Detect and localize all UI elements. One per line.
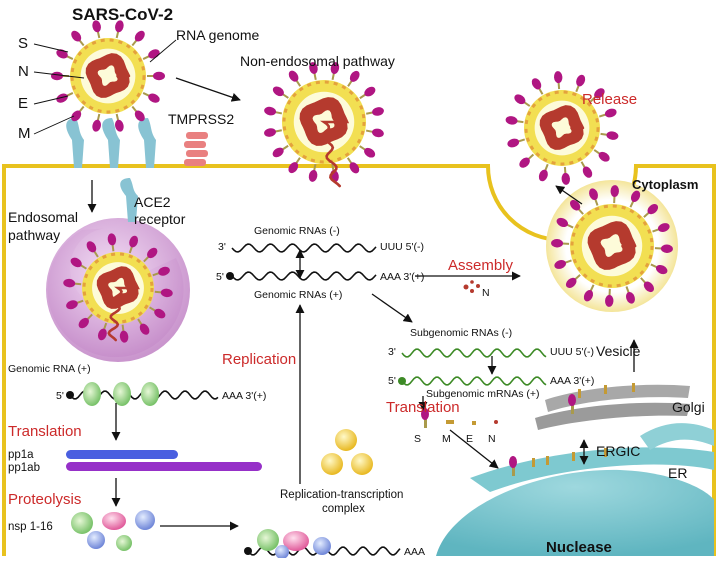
spike-protein-icon [371, 128, 384, 139]
label-spos-tail: AAA 3'(+) [550, 375, 594, 387]
label-endosomal-1: Endosomal [8, 209, 78, 225]
spike-protein-icon [505, 115, 518, 125]
label-nucleus: Nuclease [546, 539, 612, 556]
label-assembly: Assembly [448, 257, 514, 274]
spike-protein-icon [537, 168, 549, 182]
label-spos-5prime: 5' [388, 375, 396, 387]
spike-protein-icon [513, 92, 528, 106]
spike-protein-icon [348, 69, 362, 84]
label-sneg-3prime: 3' [388, 346, 396, 358]
pp1ab-bar [66, 462, 262, 471]
label-gtrans-tail: AAA 3'(+) [222, 390, 266, 402]
spike-protein-icon [55, 92, 69, 105]
spike-protein-icon [606, 131, 619, 141]
label-e-protein: E [466, 433, 473, 445]
label-release: Release [582, 91, 637, 108]
label-genomic-neg: Genomic RNAs (-) [254, 225, 340, 237]
label-gneg-3prime: 3' [218, 241, 226, 253]
nsp-proteins [71, 510, 155, 551]
label-vesicle: Vesicle [596, 343, 641, 359]
spike-protein-icon [362, 146, 377, 160]
label-rtc-2: complex [322, 503, 365, 515]
label-non-endosomal: Non-endosomal pathway [240, 53, 395, 69]
label-sneg-tail: UUU 5'(-) [550, 346, 594, 358]
label-genomic-pos: Genomic RNAs (+) [254, 289, 342, 301]
spike-protein-icon [263, 127, 276, 138]
label-golgi: Golgi [672, 399, 705, 415]
label-pp1a: pp1a [8, 449, 34, 461]
label-ergic: ERGIC [596, 443, 640, 459]
label-ace2-1: ACE2 [134, 194, 171, 210]
spike-protein-icon [581, 165, 594, 180]
label-nsp: nsp 1-16 [8, 521, 53, 533]
label-rtc-tail: AAA [404, 546, 425, 558]
title: SARS-CoV-2 [72, 5, 173, 24]
label-rtc-1: Replication-transcription [280, 489, 403, 501]
label-genomic-rna-pos: Genomic RNA (+) [8, 363, 91, 375]
label-endosomal-2: pathway [8, 227, 60, 243]
virion-release [505, 71, 619, 185]
ribosomes [83, 382, 159, 406]
spike-protein-icon [147, 92, 161, 105]
label-m: M [18, 125, 31, 142]
spike-protein-icon [597, 150, 612, 164]
spike-protein-icon [554, 71, 563, 84]
label-gtrans-5prime: 5' [56, 390, 64, 402]
label-n-protein: N [482, 287, 490, 299]
label-er: ER [668, 465, 687, 481]
label-s: S [18, 35, 28, 52]
spike-protein-icon [153, 72, 165, 80]
label-rna-genome: RNA genome [176, 27, 259, 43]
label-e: E [18, 95, 28, 112]
spike-protein-icon [51, 72, 63, 80]
tmprss2-protease [184, 132, 208, 166]
label-cytoplasm: Cytoplasm [632, 177, 698, 192]
label-pp1ab: pp1ab [8, 462, 40, 474]
spike-protein-icon [263, 106, 276, 117]
cap-5prime-green [398, 377, 406, 385]
label-subgenomic-neg: Subgenomic RNAs (-) [410, 327, 512, 339]
label-gpos-tail: AAA 3'(+) [380, 271, 424, 283]
spike-protein-icon [91, 119, 102, 133]
cap-5prime [226, 272, 234, 280]
spike-protein-icon [308, 169, 319, 182]
label-tmprss2: TMPRSS2 [168, 111, 234, 127]
label-m-protein: M [442, 433, 451, 445]
label-n-protein-2: N [488, 433, 496, 445]
label-proteolysis: Proteolysis [8, 491, 81, 508]
rtc-complex [257, 529, 331, 558]
label-translation-right: Translation [386, 399, 460, 416]
nsp-yellow-particles [321, 429, 373, 475]
label-translation-left: Translation [8, 423, 82, 440]
spike-protein-icon [371, 106, 384, 117]
pp1a-bar [66, 450, 178, 459]
label-ace2-2: receptor [134, 211, 186, 227]
spike-protein-icon [575, 73, 587, 87]
label-replication: Replication [222, 351, 296, 368]
genomic-rnas [226, 244, 376, 280]
spike-protein-icon [506, 137, 520, 149]
label-s-protein: S [414, 433, 421, 445]
spike-protein-icon [561, 173, 570, 186]
spike-protein-icon [287, 69, 301, 84]
label-gneg-tail: UUU 5'(-) [380, 241, 424, 253]
spike-protein-icon [271, 146, 286, 160]
label-n: N [18, 63, 29, 80]
er-fold [640, 423, 714, 450]
subgenomic-rnas [398, 349, 546, 385]
spike-protein-icon [271, 84, 286, 98]
spike-protein-icon [604, 107, 618, 119]
label-gpos-5prime: 5' [216, 271, 224, 283]
spike-protein-icon [363, 85, 378, 99]
spike-protein-icon [530, 77, 543, 92]
